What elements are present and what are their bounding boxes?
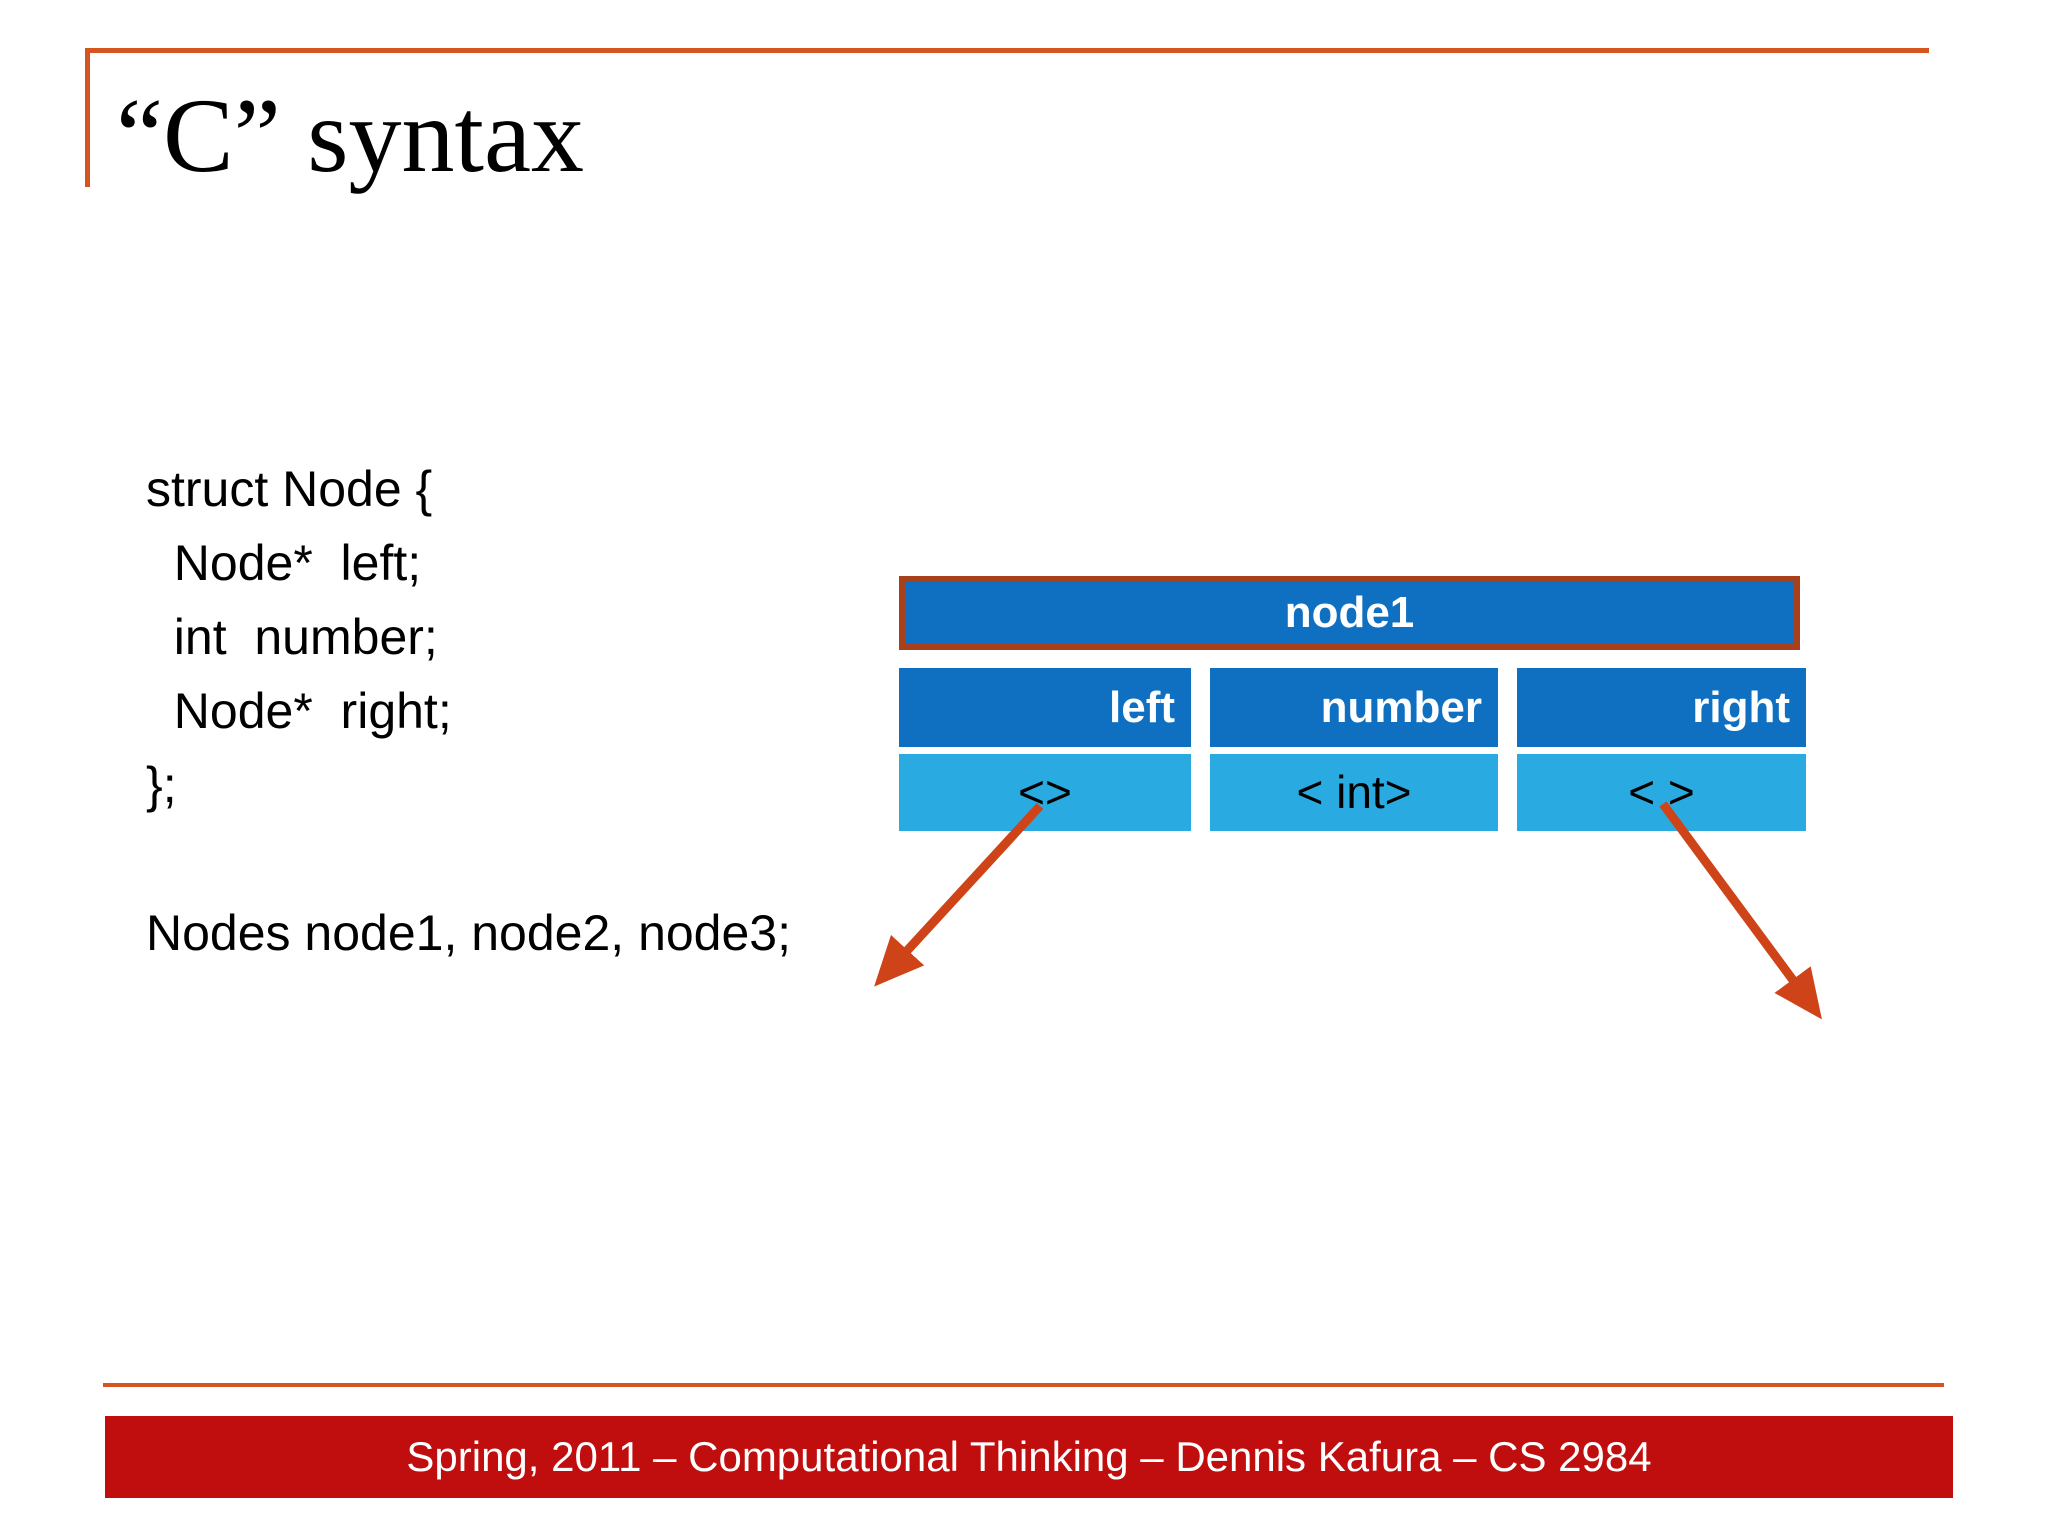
node1-header-box: node1 [899,576,1800,650]
left-accent-line [85,48,90,187]
field-value-right: < > [1517,754,1806,831]
footer-text: Spring, 2011 – Computational Thinking – … [406,1433,1652,1480]
field-value-left: <> [899,754,1191,831]
field-header-left: left [899,668,1191,747]
field-header-number: number [1210,668,1498,747]
code-block: struct Node { Node* left; int number; No… [146,452,791,970]
code-line: }; [146,757,177,813]
code-line [146,822,791,896]
code-line: struct Node { [146,461,433,517]
field-value-number: < int> [1210,754,1498,831]
top-accent-line [85,48,1929,53]
code-line: int number; [146,609,438,665]
code-line: Node* right; [146,683,452,739]
slide-title: “C” syntax [116,77,585,194]
field-header-right: right [1517,668,1806,747]
code-line: Nodes node1, node2, node3; [146,905,791,961]
footer-accent-line [103,1383,1944,1387]
code-line: Node* left; [146,535,422,591]
struct-diagram: node1 left number right <> < int> < > [899,576,1809,836]
footer-bar: Spring, 2011 – Computational Thinking – … [105,1416,1953,1498]
